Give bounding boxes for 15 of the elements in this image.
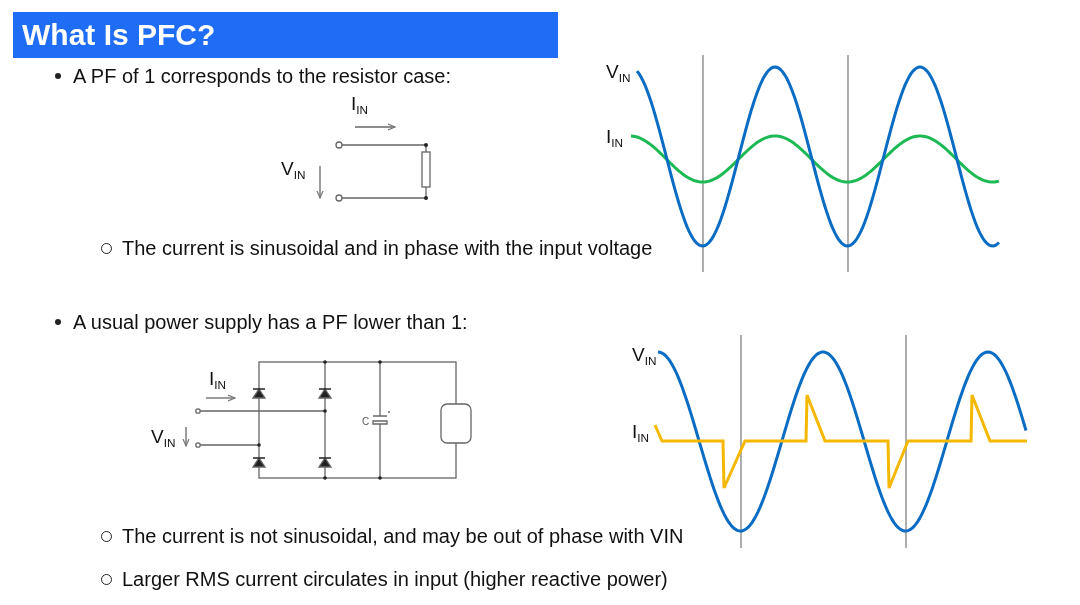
signal-label: I$_{IN}$ <box>632 421 650 446</box>
signal-label: V$_{IN}$ <box>151 426 176 451</box>
bullet-text: A PF of 1 corresponds to the resistor case: <box>73 64 451 88</box>
signal-label: V$_{IN}$ <box>632 344 657 369</box>
signal-label: I$_{IN}$ <box>606 126 624 151</box>
signal-label: V$_{IN}$ <box>281 158 306 183</box>
bullet-text: A usual power supply has a PF lower than 1: <box>73 310 468 334</box>
bullet-text: The current is sinusoidal and in phase with the input voltage <box>122 236 653 260</box>
bullet-text: Larger RMS current circulates in input (higher reactive power) <box>122 567 668 591</box>
signal-label: I$_{IN}$ <box>351 93 369 118</box>
signal-label: V$_{IN}$ <box>606 61 631 86</box>
signal-label: C <box>362 416 370 428</box>
slide-title: What Is PFC? <box>13 12 558 58</box>
bullet-text: The current is not sinusoidal, and may be out of phase with VIN <box>122 524 684 548</box>
signal-label: I$_{IN}$ <box>209 368 227 393</box>
